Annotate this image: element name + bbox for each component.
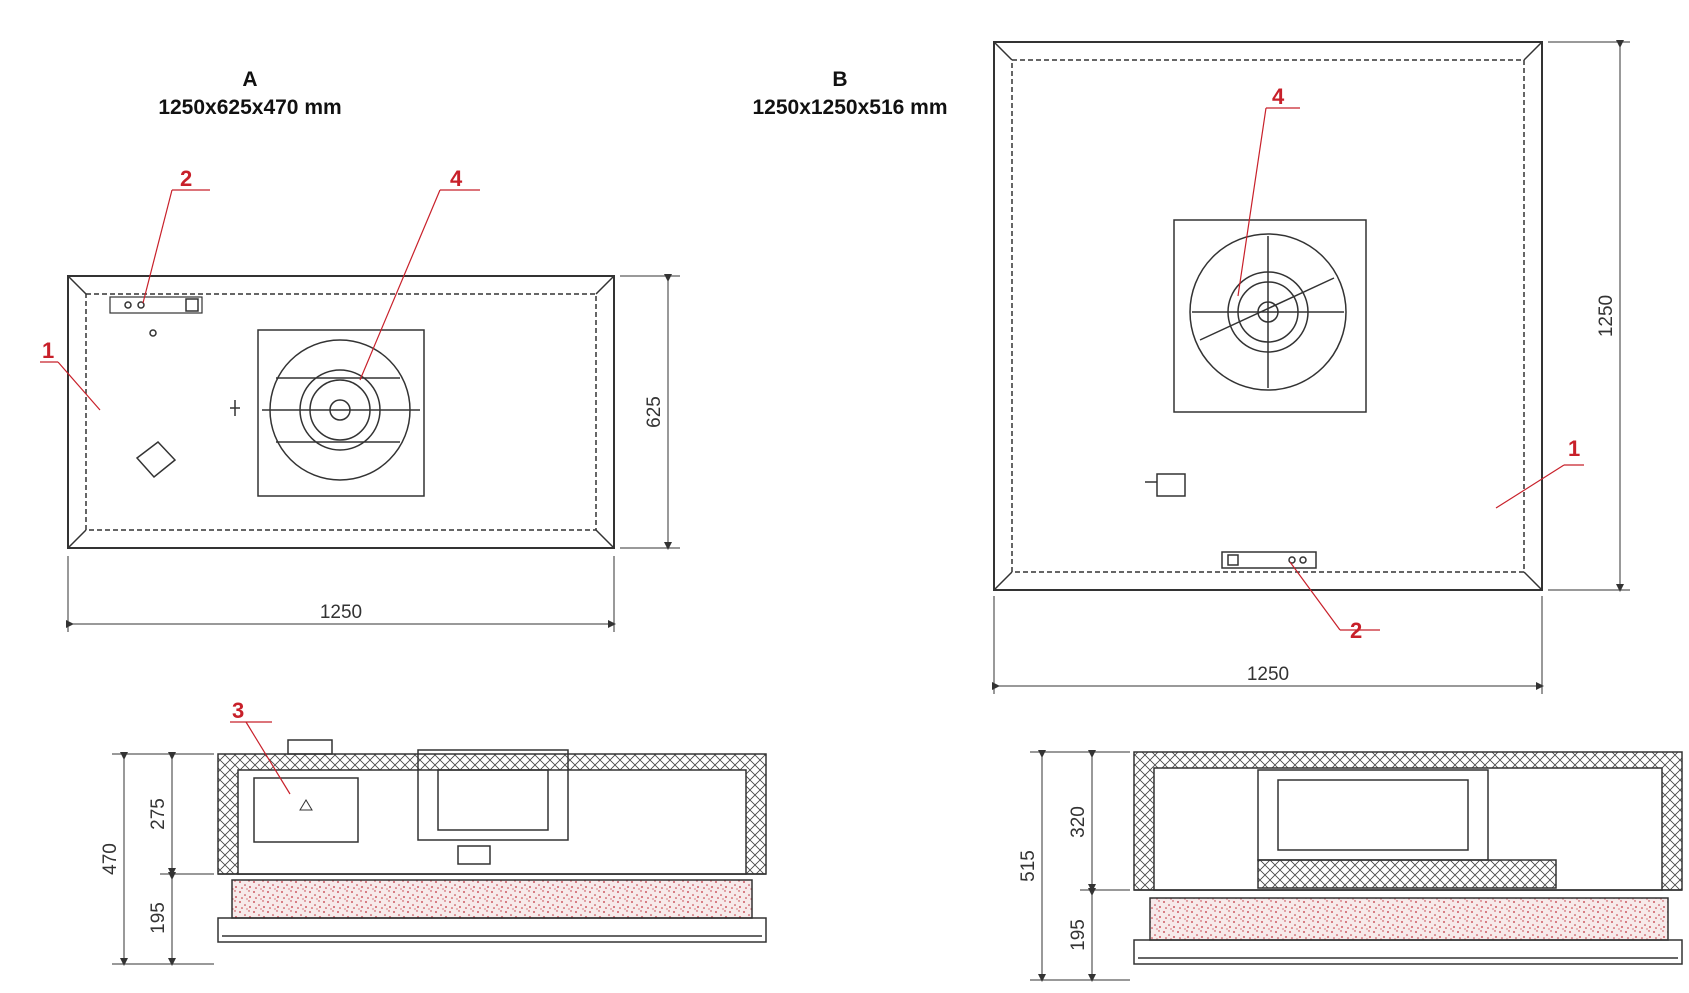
dim-b-height-lower: 195 — [1068, 919, 1089, 951]
callout-b-1: 1 — [1568, 436, 1580, 461]
variant-b-letter: B — [832, 68, 848, 91]
dims-a-side — [112, 752, 214, 966]
callout-a-1: 1 — [42, 338, 54, 363]
dim-b-height-upper: 320 — [1068, 806, 1089, 838]
plug-b — [1156, 473, 1186, 497]
view-b-top — [993, 41, 1543, 591]
callout-a-2: 2 — [180, 166, 192, 191]
control-box-a — [109, 296, 203, 314]
callout-b-4: 4 — [1272, 84, 1285, 109]
view-b-side — [1133, 751, 1683, 965]
dim-b-depth: 1250 — [1596, 295, 1617, 337]
callouts-a-top — [40, 189, 480, 411]
fan-b — [1189, 233, 1347, 391]
variant-b-size: 1250x1250x516 mm — [752, 96, 948, 119]
filter-a — [231, 879, 753, 919]
control-box-side-a — [253, 777, 359, 843]
callout-b-2: 2 — [1350, 618, 1362, 643]
control-box-b — [1221, 551, 1317, 569]
fan-plate-a — [257, 329, 425, 497]
filter-b — [1149, 897, 1669, 941]
dim-b-width: 1250 — [1247, 664, 1289, 685]
dim-a-height-upper: 275 — [148, 798, 169, 830]
plug-a — [135, 440, 177, 479]
dim-a-depth: 625 — [644, 396, 665, 428]
dim-a-width: 1250 — [320, 602, 362, 623]
callout-a-4: 4 — [450, 166, 463, 191]
callout-a-3-leader — [230, 721, 291, 795]
dim-a-height-lower: 195 — [148, 902, 169, 934]
view-a-side — [217, 739, 767, 943]
fan-plate-b — [1173, 219, 1367, 413]
variant-a-letter: A — [242, 68, 258, 91]
callouts-b-top — [1237, 107, 1584, 631]
view-a-top — [67, 275, 615, 549]
dim-b-height-total: 515 — [1018, 850, 1039, 882]
variant-a-size: 1250x625x470 mm — [158, 96, 342, 119]
dims-b-side — [1030, 750, 1130, 982]
dims-a-top — [66, 274, 680, 632]
dim-a-height-total: 470 — [100, 843, 121, 875]
dims-b-top — [992, 40, 1630, 694]
callout-a-3: 3 — [232, 698, 244, 723]
